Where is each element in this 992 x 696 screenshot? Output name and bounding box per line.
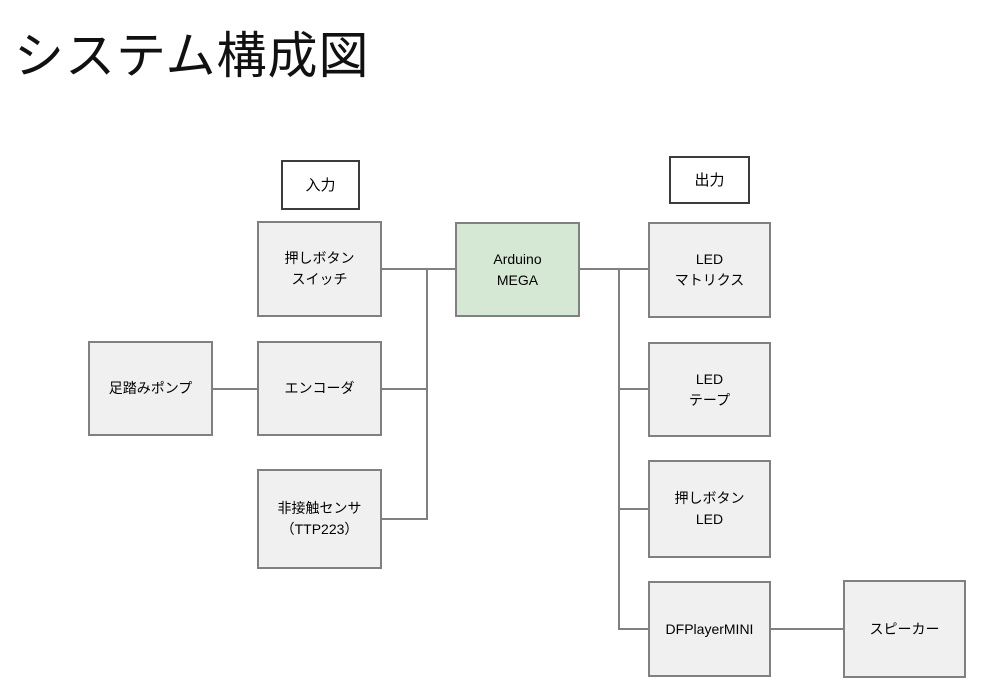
- node-push-button-led: 押しボタン LED: [648, 460, 771, 558]
- connector-arduino-led-matrix: [580, 268, 648, 270]
- node-foot-pump: 足踏みポンプ: [88, 341, 213, 436]
- connector-input-bus: [426, 268, 428, 520]
- page-title: システム構成図: [14, 28, 370, 84]
- node-push-button-switch: 押しボタン スイッチ: [257, 221, 382, 317]
- group-label-input: 入力: [281, 160, 360, 210]
- group-label-output: 出力: [669, 156, 750, 204]
- node-touch-sensor: 非接触センサ （TTP223）: [257, 469, 382, 569]
- connector-encoder-bus: [382, 388, 428, 390]
- node-speaker: スピーカー: [843, 580, 966, 678]
- node-dfplayer-mini: DFPlayerMINI: [648, 581, 771, 677]
- connector-bus-led-tape: [618, 388, 648, 390]
- node-arduino-mega: Arduino MEGA: [455, 222, 580, 317]
- node-led-tape: LED テープ: [648, 342, 771, 437]
- connector-switch-arduino: [382, 268, 455, 270]
- connector-foot-pump-encoder: [213, 388, 258, 390]
- connector-sensor-bus: [382, 518, 428, 520]
- node-led-matrix: LED マトリクス: [648, 222, 771, 318]
- connector-dfplayer-speaker: [771, 628, 843, 630]
- node-encoder: エンコーダ: [257, 341, 382, 436]
- connector-output-bus: [618, 268, 620, 630]
- connector-bus-dfplayer: [618, 628, 648, 630]
- connector-bus-push-button-led: [618, 508, 648, 510]
